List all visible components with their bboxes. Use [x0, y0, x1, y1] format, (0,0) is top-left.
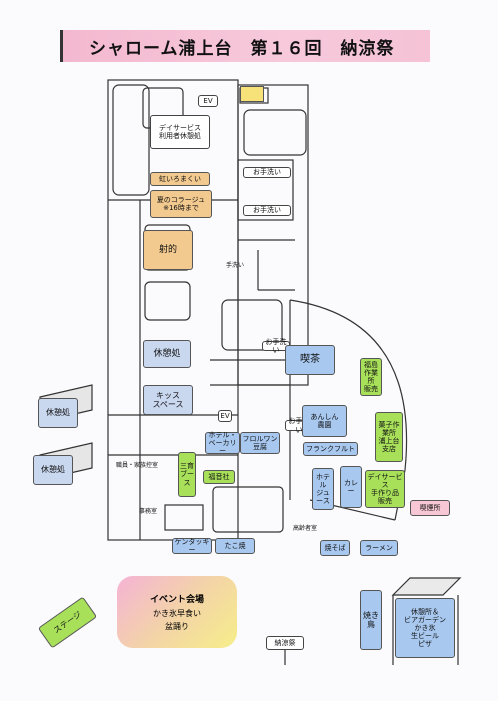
takoyaki-booth: たこ焼 — [215, 538, 255, 554]
restroom-2: お手洗い — [243, 205, 291, 216]
nouryousai-sign: 納涼祭 — [266, 636, 304, 650]
anshin-farm-booth: あんしん 農園 — [302, 405, 347, 437]
page-title: シャローム浦上台 第１６回 納涼祭 — [60, 30, 430, 62]
kentucky-booth: ケンタッキー — [172, 538, 212, 554]
natsu-collage-booth: 夏のコラージュ ※16時まで — [150, 190, 212, 218]
nijiiro-booth: 虹いろまくい — [150, 172, 210, 186]
yakitori-booth: 焼き鳥 — [360, 590, 382, 650]
kissa-cafe: 喫茶 — [285, 345, 335, 375]
hoken-booth: 福島作業所 販売 — [360, 358, 382, 396]
event-item-bon-odori: 盆踊り — [165, 622, 189, 631]
fukuin-booth: 福音社 — [203, 470, 235, 484]
restroom-1: お手洗い — [243, 167, 291, 178]
event-hall: イベント会場 かき氷早食い 盆踊り — [117, 576, 237, 648]
elderly-room-label: 高齢者室 — [292, 524, 317, 532]
juice-booth: ホテル ジュース — [312, 468, 334, 510]
froman-tofu-booth: フロルワン 豆腐 — [240, 432, 280, 454]
kids-space: キッス スペース — [143, 385, 193, 415]
yakisoba-booth: 焼そば — [320, 540, 350, 556]
rest-area-main: 休憩処 — [143, 340, 191, 368]
smoking-area: 喫煙所 — [410, 500, 450, 516]
kasho-booth: 菓子作業所 浦上台支店 — [375, 412, 403, 462]
hotel-bakery-booth: ホテル・ ベーカリー — [205, 431, 240, 455]
staff-room-label: 職員・家族控室 — [115, 461, 158, 469]
frankfurt-booth: フランクフルト — [303, 442, 358, 456]
event-hall-title: イベント会場 — [149, 595, 204, 605]
dayservice-handmade-booth: デイサービス 手作り品 販売 — [365, 470, 405, 508]
office-label: 事務室 — [138, 507, 157, 515]
jutakutoka-label: 手洗い — [225, 261, 244, 269]
day-service-rest-area: デイサービス 利用者休憩処 — [150, 115, 210, 149]
yellow-marker — [240, 86, 264, 102]
rest-area-left-1: 休憩処 — [38, 398, 78, 428]
elevator-mid: EV — [218, 410, 232, 422]
elevator-top: EV — [198, 95, 218, 107]
sankyo-booth: 三育ブース — [178, 452, 196, 497]
beer-garden: 休憩所＆ ビアガーデン かき氷 生ビール ピザ — [395, 598, 455, 658]
shateki-booth: 射的 — [143, 230, 193, 270]
event-item-kakigori: かき氷早食い — [153, 609, 201, 618]
rest-area-left-2: 休憩処 — [33, 455, 73, 485]
curry-booth: カレー — [340, 466, 362, 508]
ramen-booth: ラーメン — [360, 540, 398, 556]
